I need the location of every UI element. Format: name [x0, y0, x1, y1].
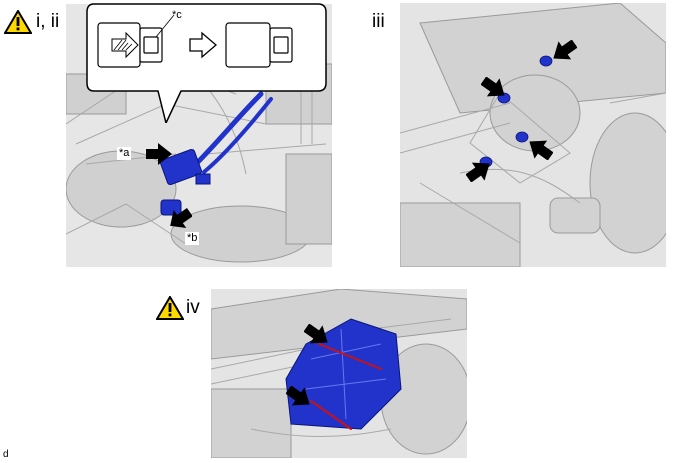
callout-label-a: *a [117, 147, 132, 160]
callout-arrow-icon-a [146, 143, 172, 165]
callout-label-c: *c [172, 9, 182, 21]
illustration-panel-iv [211, 289, 467, 458]
callout-label-b: *b [185, 232, 200, 245]
callout-arrow-icon-iii-1 [553, 40, 577, 60]
illustration-code: d [3, 449, 9, 460]
direction-arrow-icon [189, 31, 217, 59]
detail-inset [86, 3, 327, 126]
callout-arrow-icon-iii-2 [481, 77, 505, 97]
callout-arrow-icon-iii-3 [529, 140, 553, 160]
callout-arrow-icon-iv-2 [286, 386, 310, 406]
warning-icon-step-1 [4, 10, 32, 34]
push-arrow-icon [111, 31, 139, 59]
callout-arrow-icon-b [170, 208, 192, 229]
step-label-iii: iii [372, 11, 385, 32]
step-label-iv: iv [186, 297, 200, 318]
warning-icon-step-3 [156, 296, 184, 320]
illustration-panel-iii [400, 3, 666, 267]
callout-arrow-icon-iv-1 [304, 324, 328, 344]
callout-arrow-icon-iii-4 [466, 162, 490, 182]
step-label-i-ii: i, ii [36, 11, 60, 32]
